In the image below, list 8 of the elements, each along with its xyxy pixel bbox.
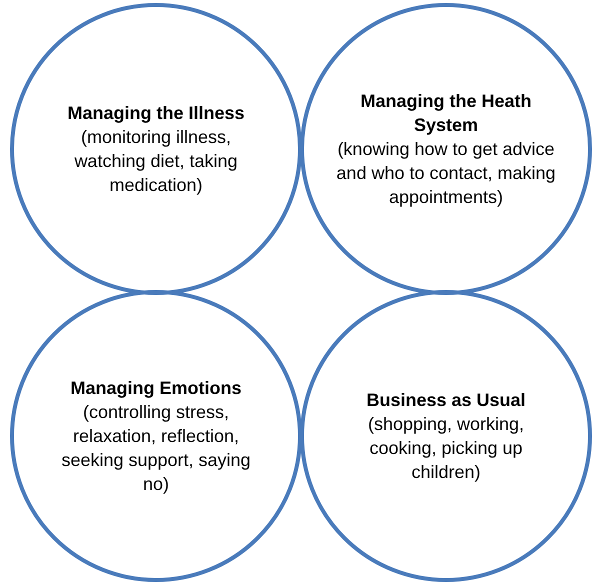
circle-description: (knowing how to get advice and who to contact, making appointments) [336,138,556,209]
circle-description: (controlling stress, relaxation, reflection, seeking support, saying no) [60,401,252,496]
circle-heading: Managing the Illness [67,102,245,125]
circle-description: (monitoring illness, watching diet, taking medication) [73,126,239,197]
circle-heading: Managing Emotions [70,377,242,400]
circle-heading: Business as Usual [366,389,526,412]
circle-description: (shopping, working, cooking, picking up children) [366,413,526,484]
circle-heading: Managing the Heath System [359,90,532,137]
